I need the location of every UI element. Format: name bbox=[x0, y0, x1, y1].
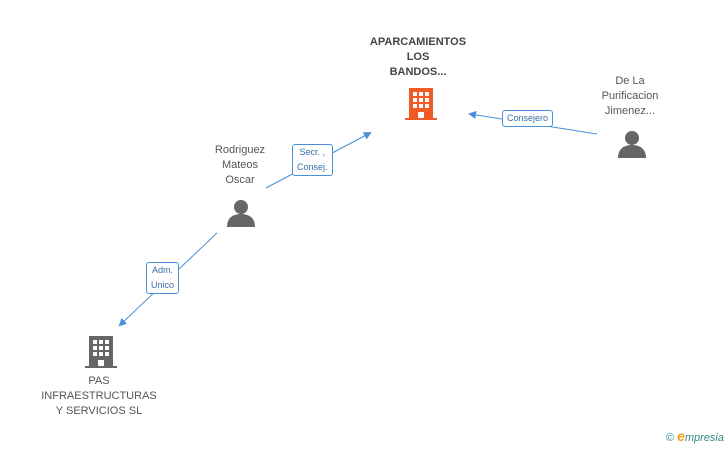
edge-label-adm-unico[interactable]: Adm. Unico bbox=[146, 262, 180, 294]
brand-logo-e: e bbox=[677, 428, 685, 444]
person-node-rodriguez-label[interactable]: Rodriguez Mateos Oscar bbox=[214, 144, 266, 186]
copyright-symbol: © bbox=[665, 432, 675, 444]
building-icon-focus[interactable] bbox=[405, 86, 437, 120]
brand-logo-text: mpresia bbox=[684, 432, 724, 444]
person-icon-purificacion[interactable] bbox=[617, 129, 647, 159]
footer-brand: © empresia bbox=[666, 428, 724, 444]
person-icon-rodriguez[interactable] bbox=[226, 198, 256, 228]
building-icon-pas[interactable] bbox=[85, 334, 117, 368]
company-node-aparcamientos-label[interactable]: APARCAMIENTOS LOS BANDOS... bbox=[369, 36, 467, 78]
person-node-purificacion-label[interactable]: De La Purificacion Jimenez... bbox=[601, 75, 659, 117]
edge-label-consejero[interactable]: Consejero bbox=[502, 110, 554, 127]
company-node-pas-label[interactable]: PAS INFRAESTRUCTURAS Y SERVICIOS SL bbox=[41, 375, 157, 417]
edge-label-secr-consej[interactable]: Secr. , Consej. bbox=[292, 144, 333, 176]
